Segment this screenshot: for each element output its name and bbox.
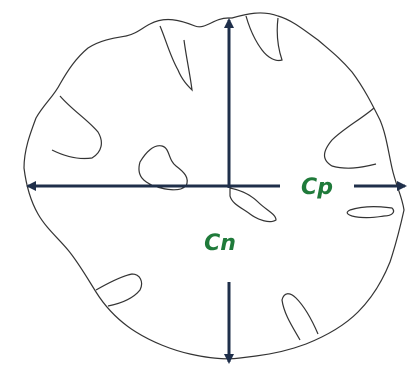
- internal-void-right: [346, 206, 395, 219]
- internal-void-center: [229, 187, 277, 223]
- outline-notch-top-left: [159, 25, 193, 92]
- outline-notch-right: [323, 107, 377, 169]
- cn-label: Cn: [204, 231, 236, 256]
- internal-void-left: [138, 145, 188, 191]
- cp-label: Cp: [301, 175, 333, 200]
- outline-notch-bottom-left: [95, 273, 143, 307]
- outline-notch-top-right: [245, 15, 283, 62]
- outline-notch-bottom-right: [281, 293, 319, 341]
- cross-section-outline: [23, 12, 405, 360]
- outline-notch-left: [51, 95, 102, 160]
